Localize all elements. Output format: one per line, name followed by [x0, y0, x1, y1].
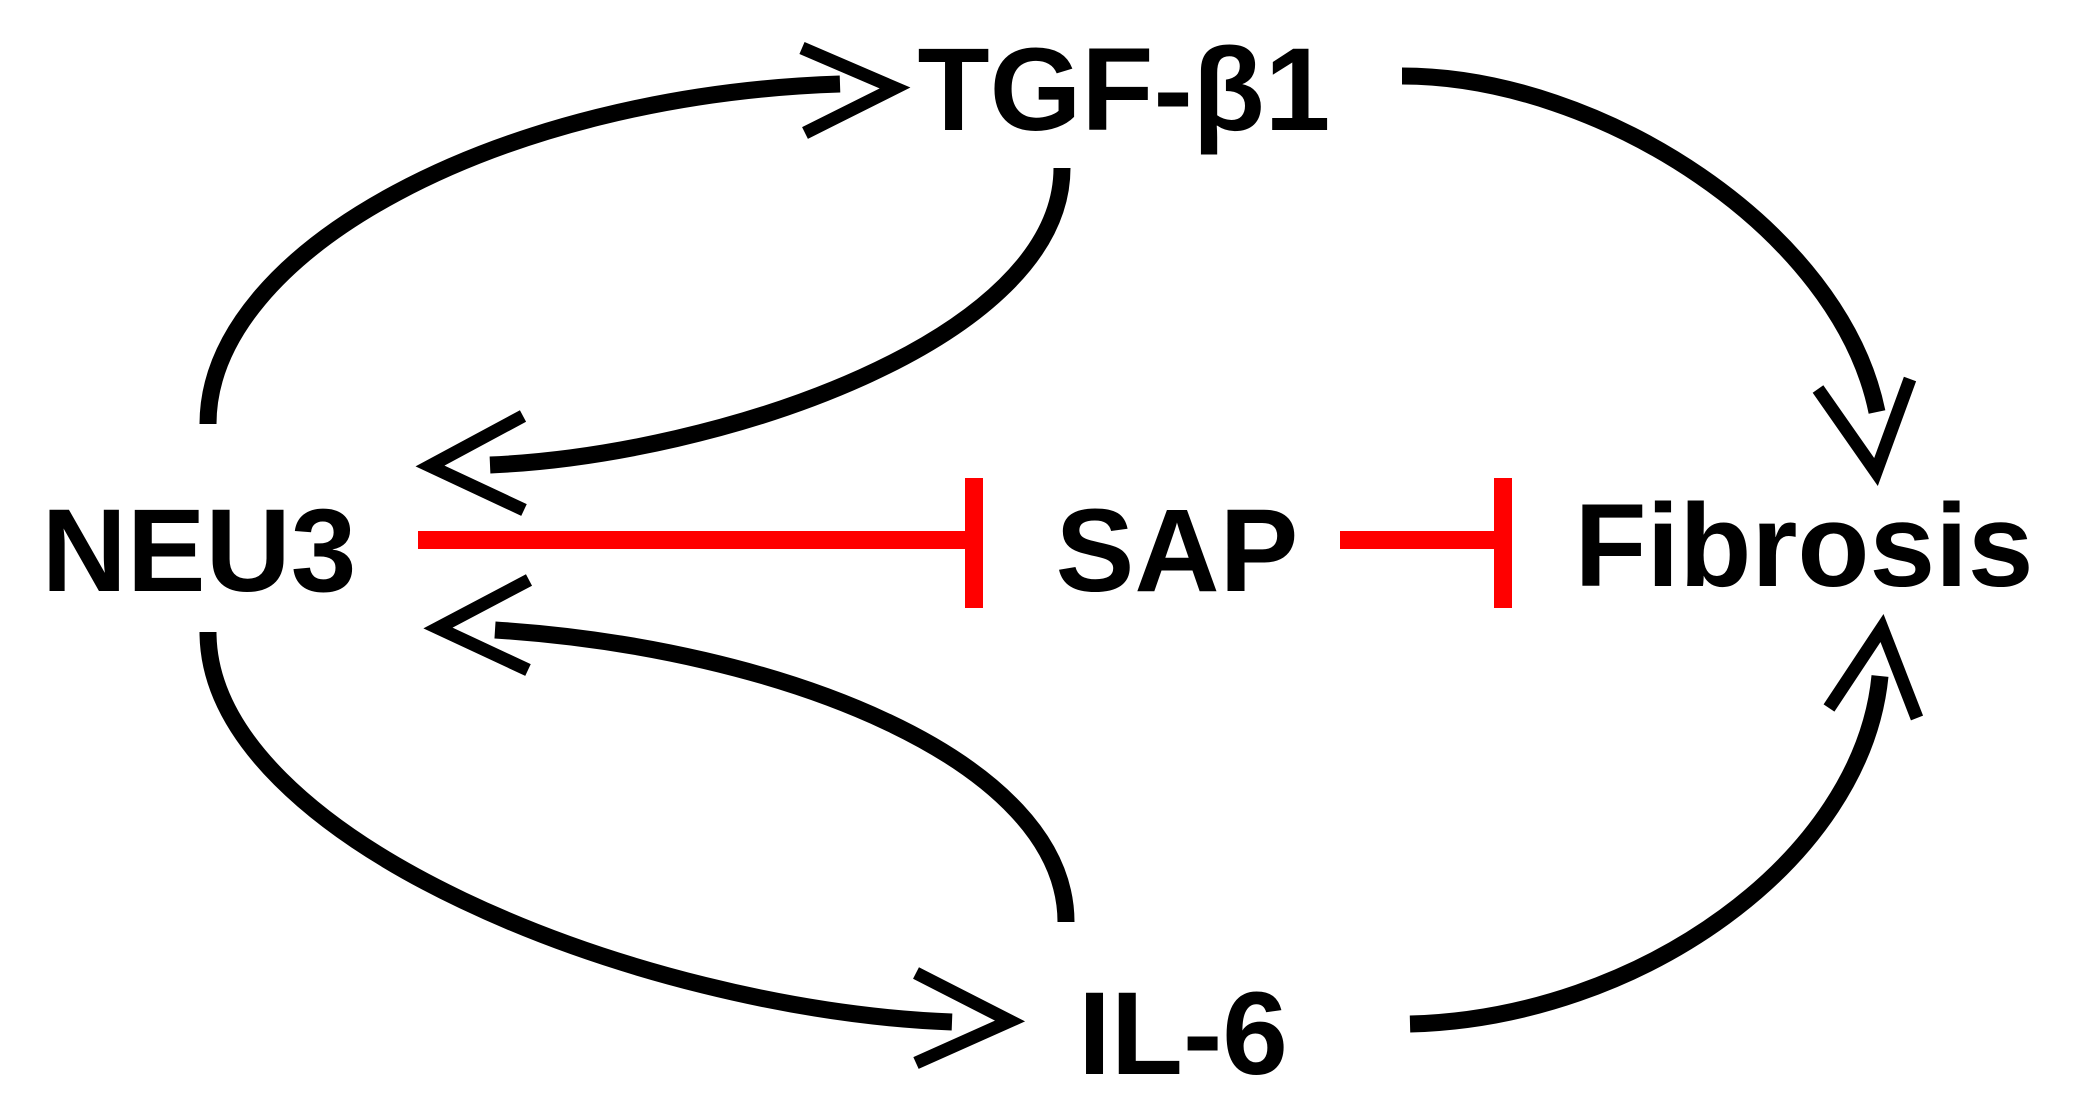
edge-tgf-to-neu3: [489, 167, 1071, 474]
edge-il6-to-fibrosis: [1409, 675, 1889, 1033]
arrowhead-fibrosis-top: [1812, 376, 1917, 486]
node-tgf-beta1: TGF-β1: [918, 24, 1331, 156]
edge-il6-to-neu3: [494, 621, 1075, 923]
arrowhead-il6: [913, 967, 1026, 1069]
edge-tgf-to-fibrosis: [1401, 67, 1886, 414]
arrowhead-neu3-bottom: [423, 574, 533, 676]
edge-neu3-to-tgf: [199, 75, 841, 425]
edge-neu3-to-il6: [199, 631, 953, 1031]
node-sap: SAP: [1056, 485, 1299, 617]
node-neu3: NEU3: [42, 485, 357, 617]
arrowhead-fibrosis-bottom: [1823, 613, 1924, 721]
node-fibrosis: Fibrosis: [1575, 480, 2034, 612]
arrowhead-neu3-top: [415, 410, 527, 516]
node-il6: IL-6: [1078, 968, 1288, 1100]
arrowhead-tgf: [799, 42, 911, 139]
